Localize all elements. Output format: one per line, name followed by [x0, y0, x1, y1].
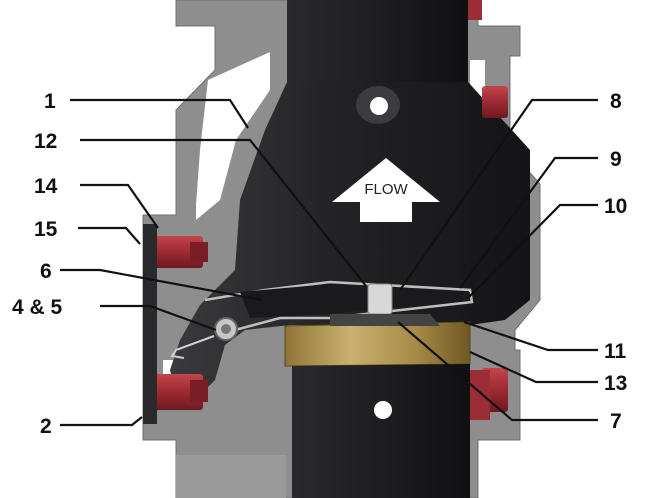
leader-4-5 [100, 304, 217, 332]
callout-1: 1 [44, 90, 56, 113]
leader-6 [60, 268, 263, 302]
callout-12: 12 [34, 130, 57, 153]
disc-retainer [330, 314, 440, 326]
disc-hub [367, 283, 393, 315]
cavity-bottom-pipe-left [176, 455, 286, 498]
leader-14 [80, 183, 159, 229]
bolt-cover-upper [143, 236, 203, 268]
lower-drain-hole [374, 401, 392, 419]
leader-15 [78, 226, 141, 245]
disc-plate [240, 284, 470, 318]
leader-8 [399, 98, 598, 291]
callout-10: 10 [604, 195, 627, 218]
callout-2: 2 [40, 415, 52, 438]
callout-8: 8 [610, 90, 622, 113]
callout-labels: 1 12 14 15 6 4 & 5 2 8 9 10 11 13 7 [12, 90, 627, 438]
flow-indicator: FLOW [332, 158, 440, 222]
leader-9 [459, 156, 598, 289]
leader-11 [463, 320, 598, 352]
callout-15: 15 [34, 218, 58, 241]
leader-7 [397, 321, 598, 422]
bolt-cover-upper-shaft [190, 242, 208, 262]
callout-14: 14 [34, 175, 58, 198]
callout-13: 13 [604, 372, 627, 395]
flow-label: FLOW [364, 181, 408, 198]
cover-plate [143, 224, 157, 424]
callout-6: 6 [40, 260, 52, 283]
hinge-pin-center [221, 324, 231, 334]
cavity-left-upper [196, 52, 270, 220]
leader-13 [469, 350, 598, 384]
leader-2 [60, 416, 143, 427]
bolt-cover-lower-shaft [190, 380, 208, 402]
bolt-cover-lower [143, 374, 203, 410]
disc-assembly [170, 280, 474, 359]
lifting-hole [370, 97, 388, 115]
callout-4-5: 4 & 5 [12, 296, 63, 319]
cover-bolts-left [143, 224, 208, 424]
bolt-right-upper [482, 86, 508, 118]
upper-pipe-bore [287, 0, 468, 92]
leader-lines [60, 98, 598, 427]
upper-pipe-rim [468, 0, 482, 20]
flow-arrow [332, 158, 440, 222]
callout-7: 7 [610, 410, 622, 433]
spring-wire [170, 335, 215, 359]
callout-9: 9 [610, 148, 622, 171]
leader-1 [70, 98, 249, 129]
callout-11: 11 [604, 340, 627, 363]
leader-12 [80, 138, 367, 287]
lower-pipe-bore [292, 364, 470, 498]
leader-10 [467, 203, 598, 299]
lower-pipe-rim [470, 370, 490, 420]
